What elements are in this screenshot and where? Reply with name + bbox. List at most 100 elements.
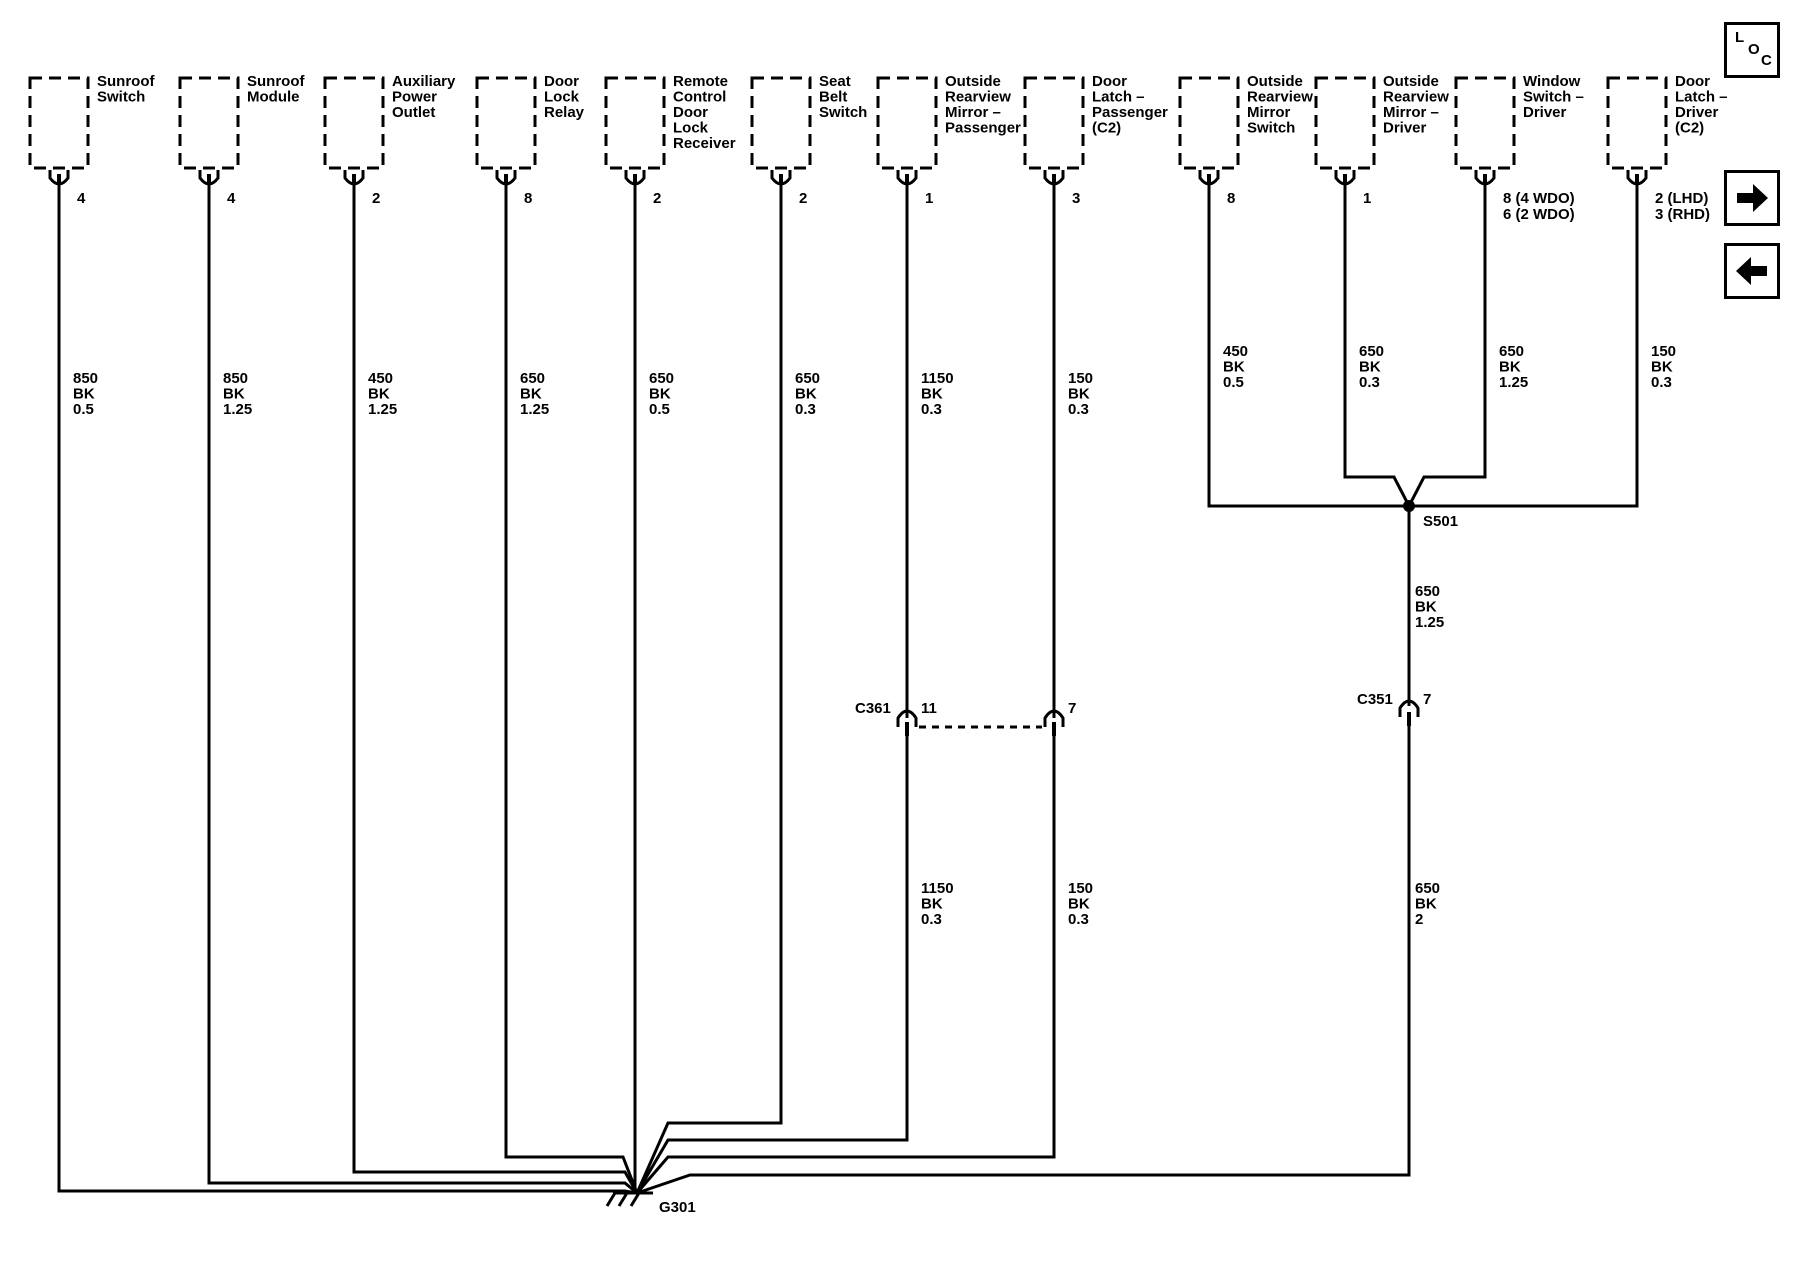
component-box xyxy=(1314,76,1376,170)
component-label: Rearview xyxy=(945,89,1011,106)
loc-letter-l: L xyxy=(1735,29,1745,46)
component-label: Outside xyxy=(1247,73,1303,90)
connector-c351 xyxy=(1398,699,1420,717)
wire-label: 650 xyxy=(520,370,545,387)
component-label: Switch xyxy=(1247,120,1295,137)
ground-hatch xyxy=(617,1192,629,1207)
pin-number: 1 xyxy=(1363,190,1371,207)
wire-label: 0.5 xyxy=(1223,374,1244,391)
wire-label: 0.3 xyxy=(1068,911,1089,928)
loc-button[interactable]: L O C xyxy=(1724,22,1780,78)
pin-number: 2 xyxy=(653,190,661,207)
wire-c351-ground xyxy=(636,726,1411,1195)
component-box xyxy=(1606,76,1668,170)
next-page-button[interactable] xyxy=(1724,170,1780,226)
component-label: Sunroof xyxy=(247,73,305,90)
pin-number: 8 (4 WDO) xyxy=(1503,190,1575,207)
pin-number: 2 xyxy=(799,190,807,207)
wire-label: 850 xyxy=(223,370,248,387)
wire-label: BK xyxy=(921,896,943,913)
component-box xyxy=(1454,76,1516,170)
wire-label: 850 xyxy=(73,370,98,387)
component-box xyxy=(475,76,537,170)
component-label: Auxiliary xyxy=(392,73,456,90)
component-label: Outside xyxy=(1383,73,1439,90)
ground-hatch xyxy=(629,1192,641,1207)
wire-label: 150 xyxy=(1651,343,1676,360)
wire-label: 0.5 xyxy=(73,401,94,418)
wire-label: 2 xyxy=(1415,911,1423,928)
wire-label: 650 xyxy=(1415,880,1440,897)
loc-letter-o: O xyxy=(1748,41,1760,58)
wire-door-lock-relay xyxy=(504,185,639,1194)
component-label: Door xyxy=(673,104,708,121)
wire-sunroof-module xyxy=(207,185,638,1195)
component-label: Control xyxy=(673,89,726,106)
component-label: Switch – xyxy=(1523,89,1584,106)
component-box xyxy=(1178,76,1240,170)
pin-number: 3 xyxy=(1072,190,1080,207)
wire-label: BK xyxy=(223,386,245,403)
wire-label: 1.25 xyxy=(223,401,252,418)
connector-name: C351 xyxy=(1357,691,1393,708)
component-label: Remote xyxy=(673,73,728,90)
ground-name: G301 xyxy=(659,1199,696,1216)
wire-label: 450 xyxy=(368,370,393,387)
component-label: Door xyxy=(544,73,579,90)
wire-label: 150 xyxy=(1068,370,1093,387)
component-label: Door xyxy=(1092,73,1127,90)
wire-mirror-passenger-lower xyxy=(635,736,909,1194)
wire-label: 650 xyxy=(795,370,820,387)
component-label: Mirror xyxy=(1247,104,1291,121)
wire-label: 0.3 xyxy=(921,911,942,928)
wire-label: BK xyxy=(1499,359,1521,376)
component-label: Module xyxy=(247,89,300,106)
connector-name: C361 xyxy=(855,700,891,717)
component-label: (C2) xyxy=(1675,120,1704,137)
wire-label: BK xyxy=(73,386,95,403)
wire-label: 0.5 xyxy=(649,401,670,418)
component-label: Door xyxy=(1675,73,1710,90)
wire-latch-passenger-lower xyxy=(635,736,1056,1194)
component-label: Passenger xyxy=(1092,104,1168,121)
wire-label: BK xyxy=(1359,359,1381,376)
component-label: Sunroof xyxy=(97,73,155,90)
prev-page-button[interactable] xyxy=(1724,243,1780,299)
wire-label: BK xyxy=(1651,359,1673,376)
connector-c361-b xyxy=(1043,709,1065,727)
wire-label: 650 xyxy=(1359,343,1384,360)
wire-label: BK xyxy=(795,386,817,403)
pin-number: 8 xyxy=(1227,190,1235,207)
pin-number: 1 xyxy=(925,190,933,207)
pin-number: 7 xyxy=(1423,691,1431,708)
wire-label: 1150 xyxy=(921,370,954,387)
component-label: Outlet xyxy=(392,104,435,121)
wire-label: 0.3 xyxy=(795,401,816,418)
wire-label: BK xyxy=(649,386,671,403)
arrow-left-icon xyxy=(1736,257,1767,285)
wire-label: BK xyxy=(1068,386,1090,403)
component-label: Driver xyxy=(1383,120,1427,137)
wire-seat-belt xyxy=(635,185,783,1194)
wire-label: BK xyxy=(921,386,943,403)
component-box xyxy=(1023,76,1085,170)
wire-label: 1.25 xyxy=(1499,374,1528,391)
component-label: Latch – xyxy=(1675,89,1728,106)
component-box xyxy=(323,76,385,170)
wire-label: BK xyxy=(1223,359,1245,376)
connector-c361-a xyxy=(896,709,918,727)
component-label: Driver xyxy=(1675,104,1719,121)
wire-label: BK xyxy=(1415,896,1437,913)
wire-label: 650 xyxy=(649,370,674,387)
component-label: Mirror – xyxy=(1383,104,1439,121)
component-box xyxy=(604,76,666,170)
wire-label: 0.3 xyxy=(1359,374,1380,391)
wire-splice-bus xyxy=(1207,185,1639,508)
component-label: Rearview xyxy=(1383,89,1449,106)
wire-label: BK xyxy=(1415,599,1437,616)
component-label: Window xyxy=(1523,73,1581,90)
component-box xyxy=(876,76,938,170)
component-label: Mirror – xyxy=(945,104,1001,121)
wire-label: 1150 xyxy=(921,880,954,897)
component-label: Power xyxy=(392,89,437,106)
